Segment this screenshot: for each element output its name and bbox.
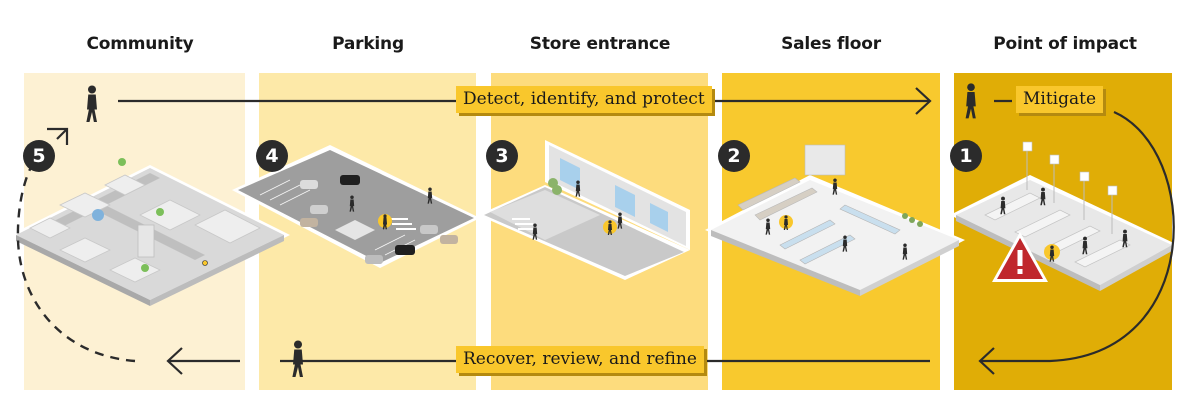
- stage-badge-1: 1: [950, 140, 982, 172]
- walking-person-icon: [965, 83, 976, 119]
- walking-person-icon: [292, 340, 303, 377]
- detect-arrowhead: [915, 87, 932, 115]
- store-entrance-illustration: [478, 140, 690, 280]
- recover-review-refine-label: Recover, review, and refine: [456, 346, 704, 373]
- stage-title-sales-floor: Sales floor: [781, 34, 881, 54]
- stage-badge-5: 5: [23, 140, 55, 172]
- stage-badge-3: 3: [486, 140, 518, 172]
- mitigate-to-recover-curve: [980, 110, 1175, 363]
- walking-person-icon: [86, 85, 97, 122]
- loop-back-dashed-curve: [16, 159, 136, 363]
- stage-title-store-entrance: Store entrance: [529, 34, 671, 54]
- stage-title-parking: Parking: [332, 34, 404, 54]
- stage-badge-2: 2: [718, 140, 750, 172]
- parking-lot-illustration: [232, 145, 480, 268]
- stage-badge-4: 4: [256, 140, 288, 172]
- recover-arrowhead: [166, 347, 183, 375]
- sales-floor-illustration: [705, 144, 965, 296]
- warning-triangle-icon: [992, 232, 1048, 282]
- recover-entry-arrowhead: [978, 347, 995, 375]
- stage-title-point-of-impact: Point of impact: [993, 34, 1137, 54]
- city-block-illustration: [10, 158, 290, 306]
- detect-identify-protect-label: Detect, identify, and protect: [456, 86, 712, 113]
- checkout-counters-illustration: [950, 141, 1178, 291]
- mitigate-label: Mitigate: [1016, 86, 1104, 113]
- stage-title-community: Community: [86, 34, 194, 54]
